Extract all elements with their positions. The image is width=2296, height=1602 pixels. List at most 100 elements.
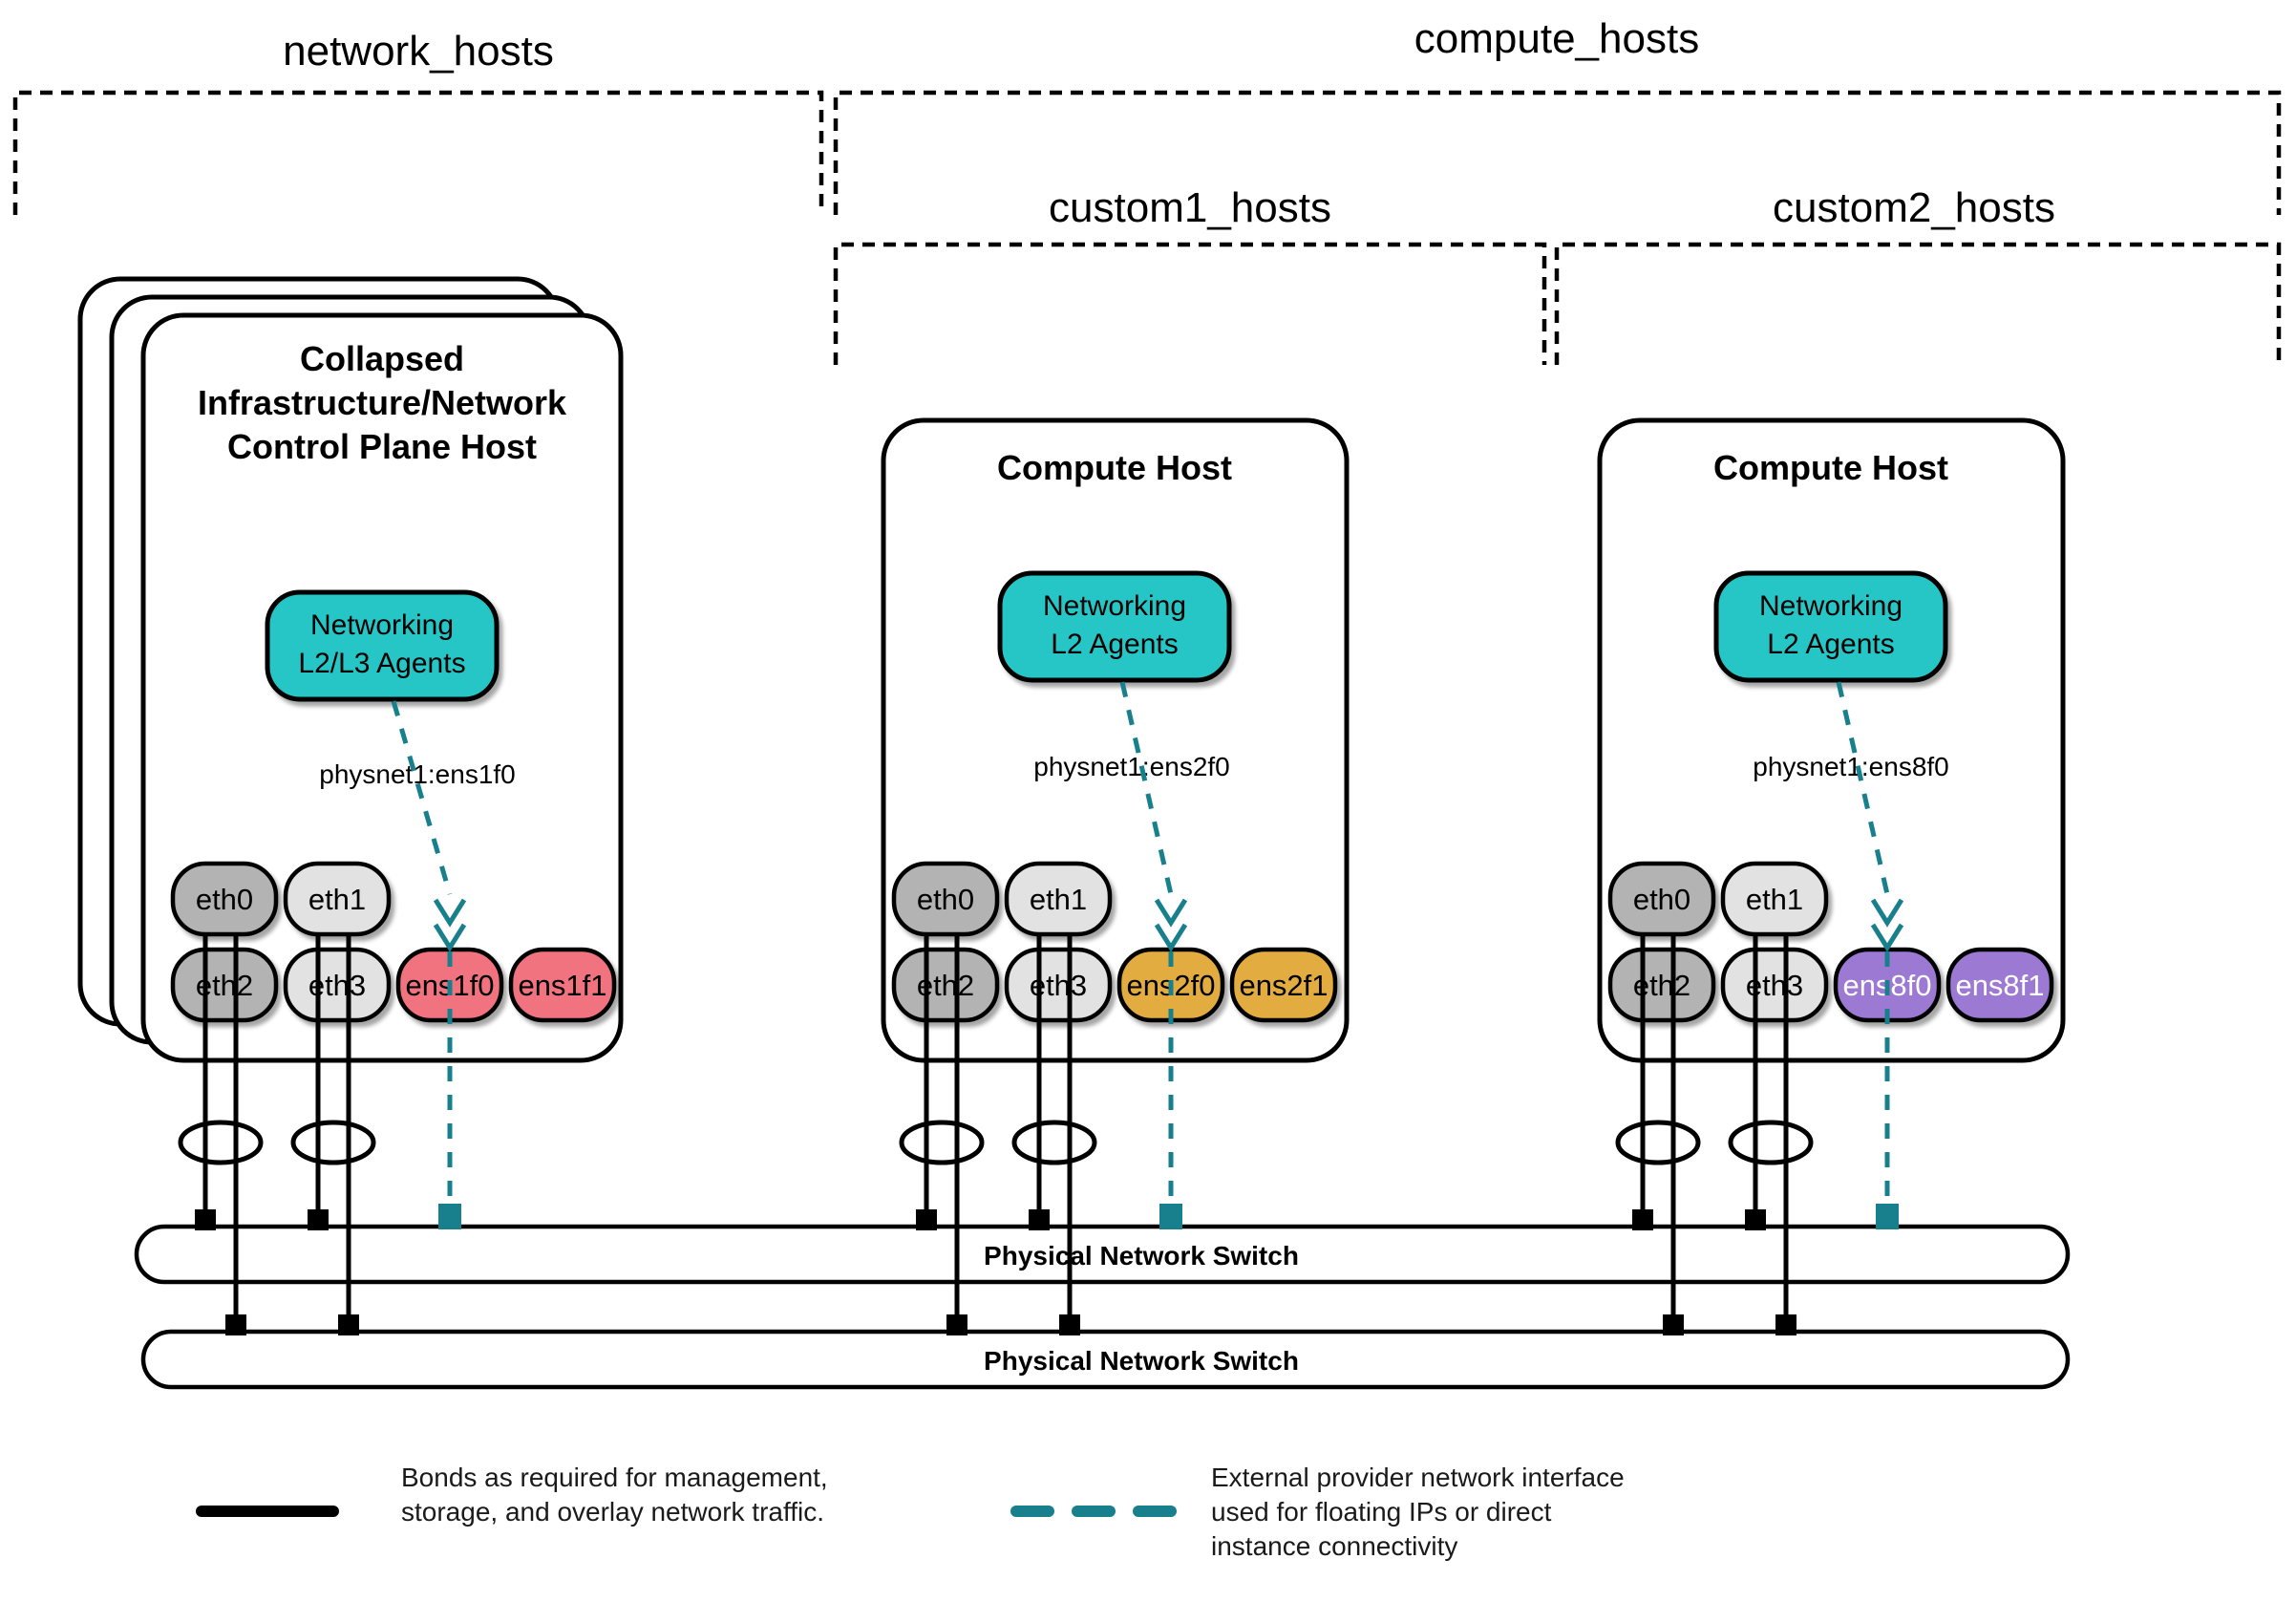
nic-eth1 [1004, 861, 1113, 937]
port-terminal [1775, 1314, 1796, 1335]
networking-agents-box [1713, 570, 1948, 683]
switch-box [140, 1329, 2071, 1390]
custom2-hosts-bracket [1554, 242, 2282, 365]
nic-eth0 [1607, 861, 1716, 937]
host-collapsed-infra: Collapsed Infrastructure/Network Control… [77, 276, 624, 1063]
port-terminal [1663, 1314, 1684, 1335]
agent-label-line: Networking [310, 609, 454, 641]
arrowhead-chevron [1870, 898, 1904, 928]
host-compute-1: Compute Host Networking L2 Agents physne… [881, 417, 1350, 1063]
legend-provider-text-line: used for floating IPs or direct [1211, 1497, 1552, 1527]
port-terminal [338, 1314, 359, 1335]
bond-ellipse [178, 1120, 264, 1165]
host-title-line: Infrastructure/Network [198, 383, 567, 422]
legend: Bonds as required for management, storag… [196, 1463, 1625, 1561]
physnet-mapping-label: physnet1:ens2f0 [1033, 752, 1230, 781]
nic-eth3 [283, 947, 392, 1023]
legend-bond-text-line: Bonds as required for management, [401, 1463, 828, 1492]
nic-eth0 [170, 861, 279, 937]
arrowhead-chevron [1870, 923, 1904, 952]
nic-label: eth1 [308, 883, 366, 916]
nic-label: eth0 [1633, 883, 1690, 916]
switch-box [134, 1224, 2071, 1285]
arrowhead-chevron [433, 898, 467, 928]
provider-network-links [391, 681, 1904, 1229]
nic-eth1 [283, 861, 392, 937]
port-terminal [1059, 1314, 1080, 1335]
physical-switch-1: Physical Network Switch [134, 1224, 2071, 1285]
nic-label: ens8f1 [1955, 969, 2044, 1002]
host-title-line: Control Plane Host [227, 427, 537, 466]
agent-label-line: Networking [1043, 590, 1186, 622]
legend-dash [1133, 1506, 1177, 1517]
switch-label: Physical Network Switch [984, 1346, 1299, 1376]
arrowhead-chevron [1154, 923, 1188, 952]
nic-label: ens1f1 [518, 969, 606, 1002]
arrowhead-chevron [433, 923, 467, 952]
bond-ellipse [290, 1120, 376, 1165]
port-terminal [1029, 1209, 1050, 1230]
bond-ellipse [1011, 1120, 1097, 1165]
host-title-line: Collapsed [300, 339, 464, 378]
port-terminal [195, 1209, 216, 1230]
physical-switch-2: Physical Network Switch [140, 1329, 2071, 1390]
bond-ellipse [899, 1120, 985, 1165]
provider-port-terminal [1876, 1204, 1899, 1229]
host-title-line: Compute Host [1713, 448, 1948, 487]
port-terminal [308, 1209, 329, 1230]
nic-eth3 [1004, 947, 1113, 1023]
agent-label-line: L2/L3 Agents [298, 648, 465, 679]
nic-label: eth0 [917, 883, 974, 916]
legend-provider-text-line: instance connectivity [1211, 1531, 1457, 1561]
custom1-hosts-bracket [833, 242, 1547, 365]
provider-port-terminal [438, 1204, 461, 1229]
nic-eth2 [170, 947, 279, 1023]
network-hosts-bracket [12, 90, 824, 215]
legend-bond-text-line: storage, and overlay network traffic. [401, 1497, 824, 1527]
switch-label: Physical Network Switch [984, 1241, 1299, 1271]
nic-label: ens2f1 [1239, 969, 1328, 1002]
legend-bond-swatch [196, 1506, 339, 1517]
provider-link-dash [1836, 681, 1890, 895]
nic-eth2 [1607, 947, 1716, 1023]
custom1-hosts-group-label: custom1_hosts [1049, 184, 1331, 231]
bond-ellipses [178, 1120, 1814, 1165]
agent-label-line: L2 Agents [1767, 629, 1894, 660]
nic-eth1 [1720, 861, 1829, 937]
port-terminal [946, 1314, 967, 1335]
nic-ens8f1 [1945, 947, 2054, 1023]
compute-hosts-group-label: compute_hosts [1414, 15, 1699, 62]
legend-provider-text-line: External provider network interface [1211, 1463, 1625, 1492]
host-compute-2: Compute Host Networking L2 Agents physne… [1597, 417, 2066, 1063]
nic-eth0 [891, 861, 1000, 937]
port-terminal [1745, 1209, 1766, 1230]
provider-link-dash [1119, 681, 1174, 895]
custom2-hosts-group-label: custom2_hosts [1773, 184, 2055, 231]
host-title-line: Compute Host [997, 448, 1232, 487]
provider-port-terminal [1159, 1204, 1182, 1229]
agent-label-line: Networking [1759, 590, 1903, 622]
legend-dash [1010, 1506, 1054, 1517]
nic-eth2 [891, 947, 1000, 1023]
nic-ens1f1 [508, 947, 617, 1023]
networking-agents-box [265, 589, 500, 702]
port-terminal [1632, 1209, 1653, 1230]
nic-label: eth1 [1746, 883, 1803, 916]
nic-eth3 [1720, 947, 1829, 1023]
legend-provider-swatch [1010, 1506, 1177, 1517]
nic-label: eth1 [1030, 883, 1087, 916]
port-terminal [225, 1314, 246, 1335]
bond-ellipse [1615, 1120, 1701, 1165]
port-terminal [916, 1209, 937, 1230]
network-hosts-group-label: network_hosts [283, 28, 554, 75]
bond-lines [202, 934, 1789, 1332]
legend-dash [1072, 1506, 1116, 1517]
bond-ellipse [1728, 1120, 1814, 1165]
physnet-mapping-label: physnet1:ens8f0 [1753, 752, 1949, 781]
agent-label-line: L2 Agents [1051, 629, 1178, 660]
networking-agents-box [997, 570, 1232, 683]
provider-link-dash [391, 700, 453, 895]
nic-ens2f1 [1229, 947, 1338, 1023]
